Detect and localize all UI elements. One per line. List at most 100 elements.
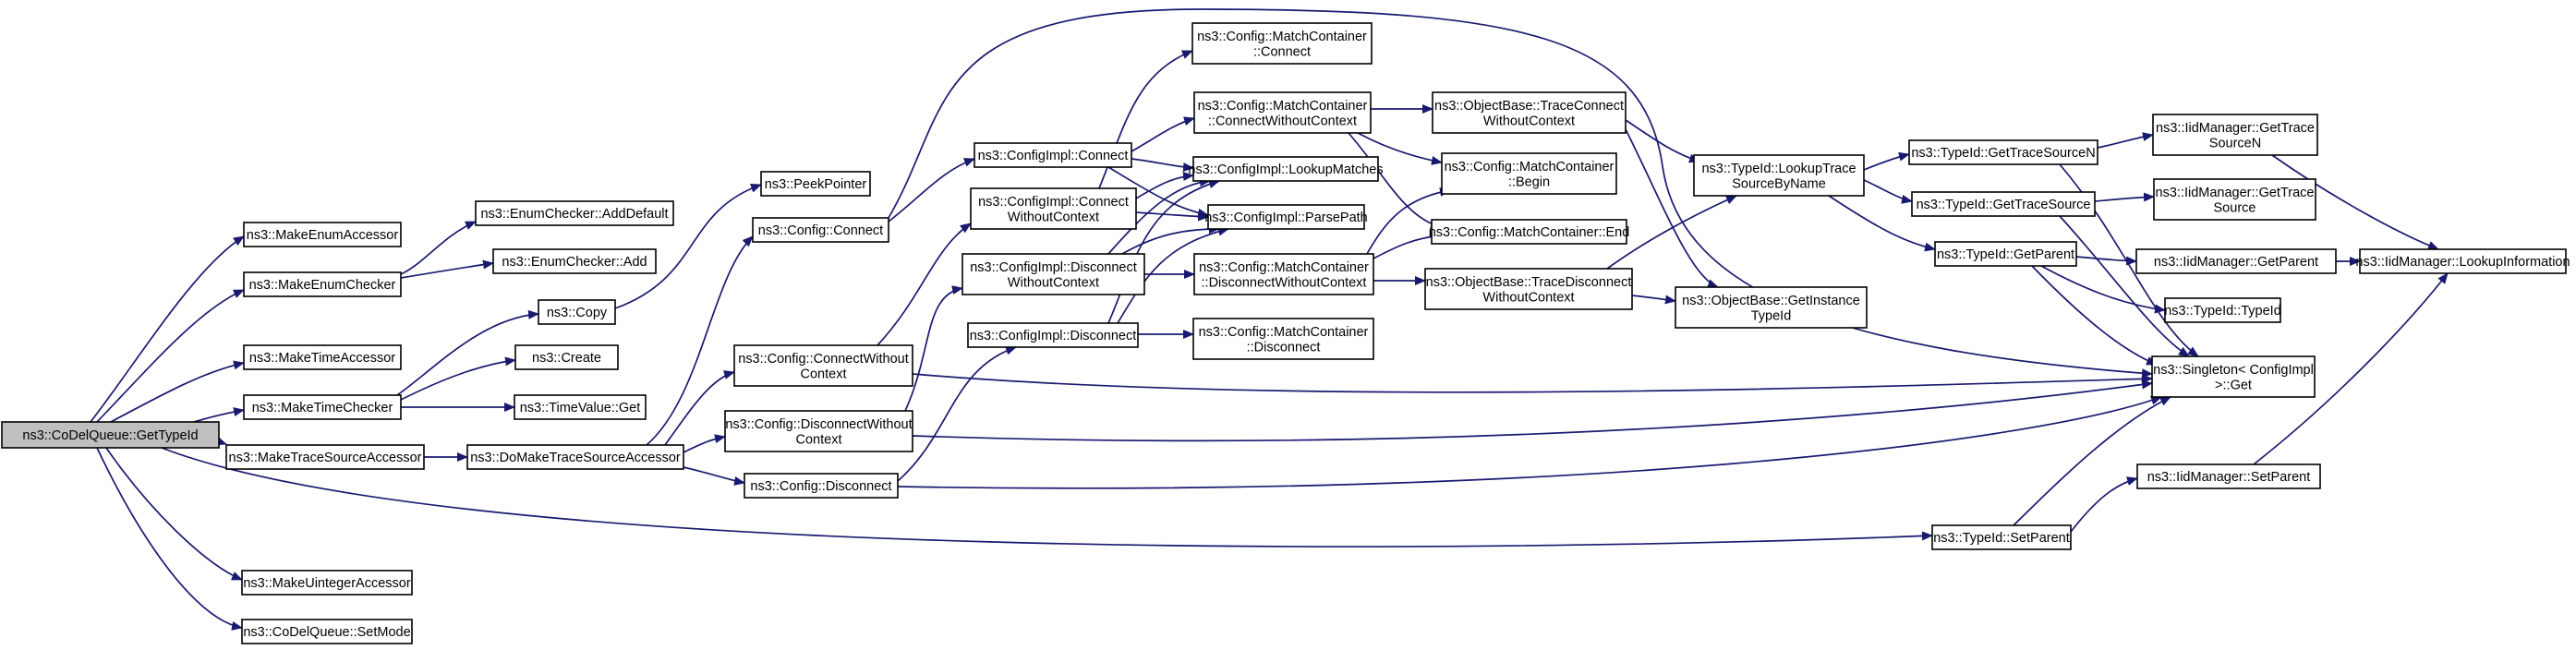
node-make-time-checker[interactable]: ns3::MakeTimeChecker xyxy=(243,394,402,420)
node-label: ns3::MakeTraceSourceAccessor xyxy=(229,451,422,465)
node-mc-connect-wo[interactable]: ns3::Config::MatchContainer::ConnectWith… xyxy=(1193,91,1372,134)
nodes-layer: ns3::CoDelQueue::GetTypeId ns3::MakeEnumA… xyxy=(1,22,2570,644)
node-make-trace-source-accessor[interactable]: ns3::MakeTraceSourceAccessor xyxy=(225,444,425,470)
node-label: ::Connect xyxy=(1253,44,1311,59)
node-box xyxy=(967,322,1139,348)
node-box xyxy=(1192,156,1379,182)
node-enum-adddefault[interactable]: ns3::EnumChecker::AddDefault xyxy=(475,200,674,226)
node-ob-trace-disconnect[interactable]: ns3::ObjectBase::TraceDisconnectWithoutC… xyxy=(1424,268,1633,310)
edge-impl-connect-wo-to-impl-lookup xyxy=(1135,172,1194,199)
node-iid-gettsn[interactable]: ns3::IidManager::GetTraceSourceN xyxy=(2152,114,2318,156)
edge-make-enum-checker-to-enum-add xyxy=(400,259,494,279)
edge-cdq-gettypeid-to-make-time-accessor xyxy=(110,360,245,423)
edge-line xyxy=(904,285,963,412)
node-box xyxy=(974,142,1132,168)
node-label: Context xyxy=(796,432,842,447)
node-tid-typeid[interactable]: ns3::TypeId::TypeId xyxy=(2164,297,2281,323)
node-impl-disconnect-wo[interactable]: ns3::ConfigImpl::DisconnectWithoutContex… xyxy=(961,253,1145,295)
node-tid-getts[interactable]: ns3::TypeId::GetTraceSource xyxy=(1911,191,2096,217)
node-ob-trace-connect[interactable]: ns3::ObjectBase::TraceConnectWithoutCont… xyxy=(1432,91,1627,134)
node-label: ::ConnectWithoutContext xyxy=(1208,114,1357,128)
edge-impl-disconnect-to-impl-lookup xyxy=(1107,179,1220,324)
node-box xyxy=(243,344,402,370)
node-make-time-accessor[interactable]: ns3::MakeTimeAccessor xyxy=(243,344,402,370)
edge-config-connect-wo-to-impl-connect-wo xyxy=(877,223,972,346)
node-mc-disconnect-wo[interactable]: ns3::Config::MatchContainer::DisconnectW… xyxy=(1193,253,1374,295)
node-mc-begin[interactable]: ns3::Config::MatchContainer::Begin xyxy=(1441,152,1617,195)
node-box xyxy=(1191,22,1373,65)
edge-line xyxy=(2253,272,2449,465)
node-iid-lookup-info[interactable]: ns3::IidManager::LookupInformation xyxy=(2355,248,2570,274)
edge-line xyxy=(1131,116,1195,152)
node-config-connect-wo[interactable]: ns3::Config::ConnectWithoutContext xyxy=(733,344,913,387)
edge-tid-setparent-to-singleton-get xyxy=(2013,396,2171,526)
node-make-uinteger-accessor[interactable]: ns3::MakeUintegerAccessor xyxy=(241,570,413,596)
node-label: Source xyxy=(2214,200,2256,215)
edge-line xyxy=(1357,132,1443,165)
node-config-connect[interactable]: ns3::Config::Connect xyxy=(752,217,889,243)
node-copy[interactable]: ns3::Copy xyxy=(538,299,616,325)
edge-impl-disconnect-to-impl-parsepath xyxy=(1117,226,1229,324)
node-tid-gettsn[interactable]: ns3::TypeId::GetTraceSourceN xyxy=(1908,139,2098,165)
node-impl-connect-wo[interactable]: ns3::ConfigImpl::ConnectWithoutContext xyxy=(970,187,1137,230)
node-cdq-gettypeid[interactable]: ns3::CoDelQueue::GetTypeId xyxy=(1,421,220,449)
node-mc-end[interactable]: ns3::Config::MatchContainer::End xyxy=(1429,219,1630,245)
node-config-disconnect[interactable]: ns3::Config::Disconnect xyxy=(744,473,899,499)
node-label: ns3::Config::Disconnect xyxy=(750,479,891,494)
node-box xyxy=(1911,191,2096,217)
edge-line xyxy=(400,356,516,401)
node-label: WithoutContext xyxy=(1008,210,1099,224)
node-label: ns3::EnumChecker::Add xyxy=(502,255,647,270)
node-label: ns3::ObjectBase::TraceDisconnect xyxy=(1426,275,1632,290)
node-label: ns3::Config::MatchContainer xyxy=(1199,325,1369,340)
node-make-enum-accessor[interactable]: ns3::MakeEnumAccessor xyxy=(243,222,402,247)
node-box xyxy=(1424,268,1633,310)
node-box xyxy=(1,421,220,449)
node-box xyxy=(241,619,413,644)
node-box xyxy=(475,200,674,226)
node-box xyxy=(1207,204,1365,230)
node-singleton-get[interactable]: ns3::Singleton< ConfigImpl >::Get xyxy=(2151,355,2316,398)
node-make-enum-checker[interactable]: ns3::MakeEnumChecker xyxy=(243,271,402,297)
node-cdq-setmode[interactable]: ns3::CoDelQueue::SetMode xyxy=(241,619,413,644)
node-box xyxy=(2136,463,2321,489)
node-config-disconnect-wo[interactable]: ns3::Config::DisconnectWithoutContext xyxy=(724,410,913,452)
edge-tid-lookup-to-tid-getts xyxy=(1863,179,1913,204)
node-tid-setparent[interactable]: ns3::TypeId::SetParent xyxy=(1931,524,2072,550)
node-label: ns3::Config::MatchContainer::End xyxy=(1429,225,1630,240)
node-label: ns3::MakeUintegerAccessor xyxy=(243,576,410,591)
edge-line xyxy=(1107,166,1209,218)
node-impl-parsepath[interactable]: ns3::ConfigImpl::ParsePath xyxy=(1204,204,1368,230)
edge-tid-lookup-to-tid-getparent xyxy=(1828,195,1936,252)
node-mc-connect[interactable]: ns3::Config::MatchContainer::Connect xyxy=(1191,22,1373,65)
node-impl-disconnect[interactable]: ns3::ConfigImpl::Disconnect xyxy=(967,322,1139,348)
node-do-make-trace-source-accessor[interactable]: ns3::DoMakeTraceSourceAccessor xyxy=(466,444,684,470)
node-enum-add[interactable]: ns3::EnumChecker::Add xyxy=(492,248,657,274)
node-label: ns3::IidManager::GetParent xyxy=(2154,255,2318,270)
node-box xyxy=(2359,248,2567,274)
edge-tid-gettsn-to-iid-gettsn xyxy=(2097,132,2154,149)
edge-line xyxy=(2097,132,2154,149)
node-tid-getparent[interactable]: ns3::TypeId::GetParent xyxy=(1934,241,2077,267)
node-label: ns3::Config::Connect xyxy=(758,223,883,238)
node-create[interactable]: ns3::Create xyxy=(514,344,619,370)
node-box xyxy=(1192,318,1374,360)
node-peek-pointer[interactable]: ns3::PeekPointer xyxy=(760,171,871,197)
node-label: ns3::MakeEnumAccessor xyxy=(247,228,399,243)
edge-line xyxy=(110,360,245,423)
node-mc-disconnect[interactable]: ns3::Config::MatchContainer::Disconnect xyxy=(1192,318,1374,360)
node-label: ns3::PeekPointer xyxy=(765,177,867,192)
node-impl-connect[interactable]: ns3::ConfigImpl::Connect xyxy=(974,142,1132,168)
node-impl-lookup[interactable]: ns3::ConfigImpl::LookupMatches xyxy=(1188,156,1384,182)
edge-line xyxy=(912,373,2153,393)
node-iid-setparent[interactable]: ns3::IidManager::SetParent xyxy=(2136,463,2321,489)
node-iid-getts[interactable]: ns3::IidManager::GetTraceSource xyxy=(2153,178,2316,221)
node-label: ns3::TypeId::GetTraceSource xyxy=(1917,198,2091,212)
edge-line xyxy=(1107,177,1211,255)
edge-copy-to-peek-pointer xyxy=(614,184,762,309)
edge-impl-connect-wo-to-impl-parsepath xyxy=(1135,211,1209,222)
node-timevalue-get[interactable]: ns3::TimeValue::Get xyxy=(514,394,647,420)
node-iid-getparent[interactable]: ns3::IidManager::GetParent xyxy=(2135,248,2337,274)
